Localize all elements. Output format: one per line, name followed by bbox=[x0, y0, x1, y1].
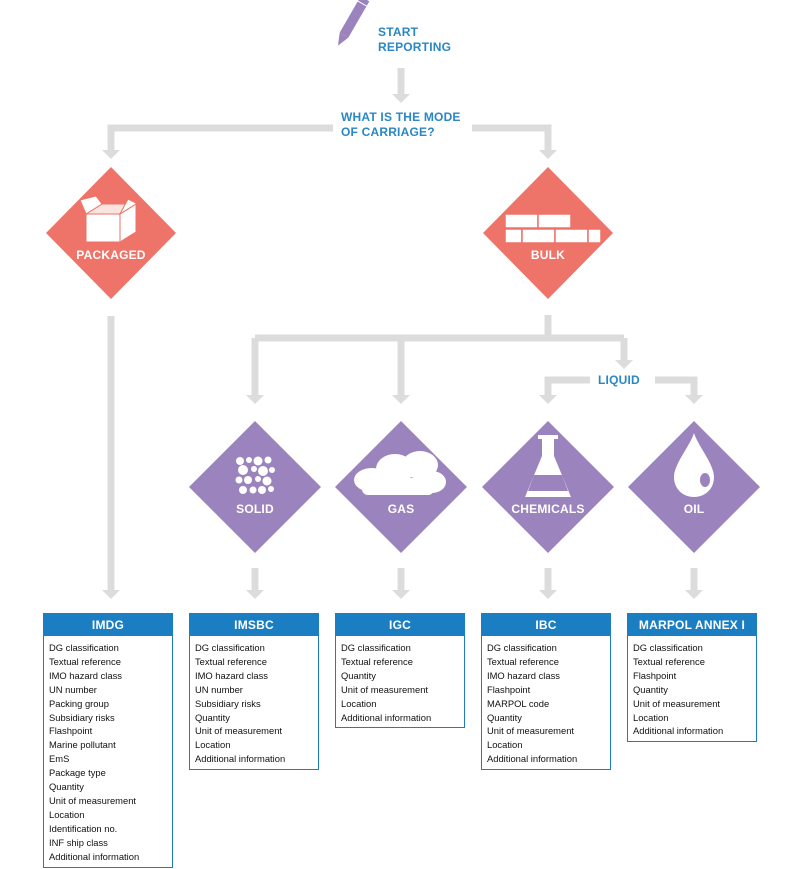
chemicals-label: CHEMICALS bbox=[511, 502, 585, 516]
box-item: Unit of measurement bbox=[633, 697, 721, 709]
question-line1: WHAT IS THE MODE bbox=[341, 110, 461, 124]
connector-arrowheads bbox=[102, 94, 703, 599]
question-line2: OF CARRIAGE? bbox=[341, 125, 435, 139]
box-item: Additional information bbox=[341, 711, 432, 723]
box-item: Location bbox=[487, 739, 523, 751]
box-item: DG classification bbox=[49, 642, 119, 653]
box-item: Location bbox=[341, 697, 377, 709]
box-title: IMSBC bbox=[190, 614, 318, 636]
box-item: UN number bbox=[49, 683, 97, 695]
box-item: DG classification bbox=[487, 642, 557, 653]
start-label-line2: REPORTING bbox=[378, 40, 452, 54]
box-item: Quantity bbox=[49, 781, 84, 793]
box-item: EmS bbox=[49, 753, 70, 765]
granules-icon bbox=[235, 456, 275, 494]
box-title: IGC bbox=[336, 614, 464, 636]
pencil-icon bbox=[338, 0, 370, 46]
box-title: IBC bbox=[482, 614, 610, 636]
box-item: Location bbox=[633, 711, 669, 723]
box-item: Flashpoint bbox=[633, 669, 677, 681]
box-item: Additional information bbox=[49, 850, 140, 862]
box-title: IMDG bbox=[44, 614, 172, 636]
cloud-icon bbox=[354, 451, 446, 495]
box-item: Quantity bbox=[633, 683, 668, 695]
box-item: DG classification bbox=[633, 642, 703, 653]
box-item: Additional information bbox=[487, 753, 578, 765]
box-item: IMO hazard class bbox=[487, 669, 560, 681]
connector-lines bbox=[107, 68, 698, 590]
box-item: Package type bbox=[49, 767, 106, 779]
box-item: Identification no. bbox=[49, 822, 118, 834]
box-item: INF ship class bbox=[49, 836, 108, 848]
mode-question-label: WHAT IS THE MODE OF CARRIAGE? bbox=[341, 110, 461, 140]
box-item: IMO hazard class bbox=[49, 669, 122, 681]
box-item: Textual reference bbox=[341, 655, 413, 667]
box-item: Quantity bbox=[195, 711, 230, 723]
box-item: Textual reference bbox=[195, 655, 267, 667]
box-item: IMO hazard class bbox=[195, 669, 268, 681]
box-item: DG classification bbox=[195, 642, 265, 653]
box-item: Flashpoint bbox=[49, 725, 93, 737]
box-item: Marine pollutant bbox=[49, 739, 116, 751]
start-label-line1: START bbox=[378, 25, 419, 39]
bricks-icon bbox=[504, 213, 602, 244]
box-item: Additional information bbox=[633, 725, 724, 737]
box-icon bbox=[79, 195, 143, 243]
solid-label: SOLID bbox=[236, 502, 274, 516]
flask-icon bbox=[525, 435, 571, 497]
box-item: Unit of measurement bbox=[195, 725, 283, 737]
box-title: MARPOL ANNEX I bbox=[628, 614, 756, 636]
start-reporting-label: START REPORTING bbox=[378, 25, 451, 55]
box-item: Textual reference bbox=[633, 655, 705, 667]
box-item: Subsidiary risks bbox=[49, 711, 115, 723]
box-item: Packing group bbox=[49, 697, 109, 709]
packaged-label: PACKAGED bbox=[76, 248, 146, 262]
box-item: Additional information bbox=[195, 753, 286, 765]
gas-label: GAS bbox=[387, 502, 415, 516]
box-item: Unit of measurement bbox=[341, 683, 429, 695]
box-item: Location bbox=[195, 739, 231, 751]
box-item: Unit of measurement bbox=[49, 794, 137, 806]
box-item: Quantity bbox=[487, 711, 522, 723]
box-item: Textual reference bbox=[487, 655, 559, 667]
box-item: Subsidiary risks bbox=[195, 697, 261, 709]
box-item: MARPOL code bbox=[487, 697, 550, 709]
box-item: Quantity bbox=[341, 669, 376, 681]
solid-diamond bbox=[189, 421, 321, 553]
box-item: DG classification bbox=[341, 642, 411, 653]
liquid-label: LIQUID bbox=[598, 373, 640, 387]
box-item: UN number bbox=[195, 683, 243, 695]
box-item: Textual reference bbox=[49, 655, 121, 667]
box-item: Flashpoint bbox=[487, 683, 531, 695]
bulk-label: BULK bbox=[530, 248, 566, 262]
box-item: Location bbox=[49, 808, 85, 820]
oil-label: OIL bbox=[683, 502, 705, 516]
drop-icon bbox=[674, 433, 714, 497]
box-item: Unit of measurement bbox=[487, 725, 575, 737]
